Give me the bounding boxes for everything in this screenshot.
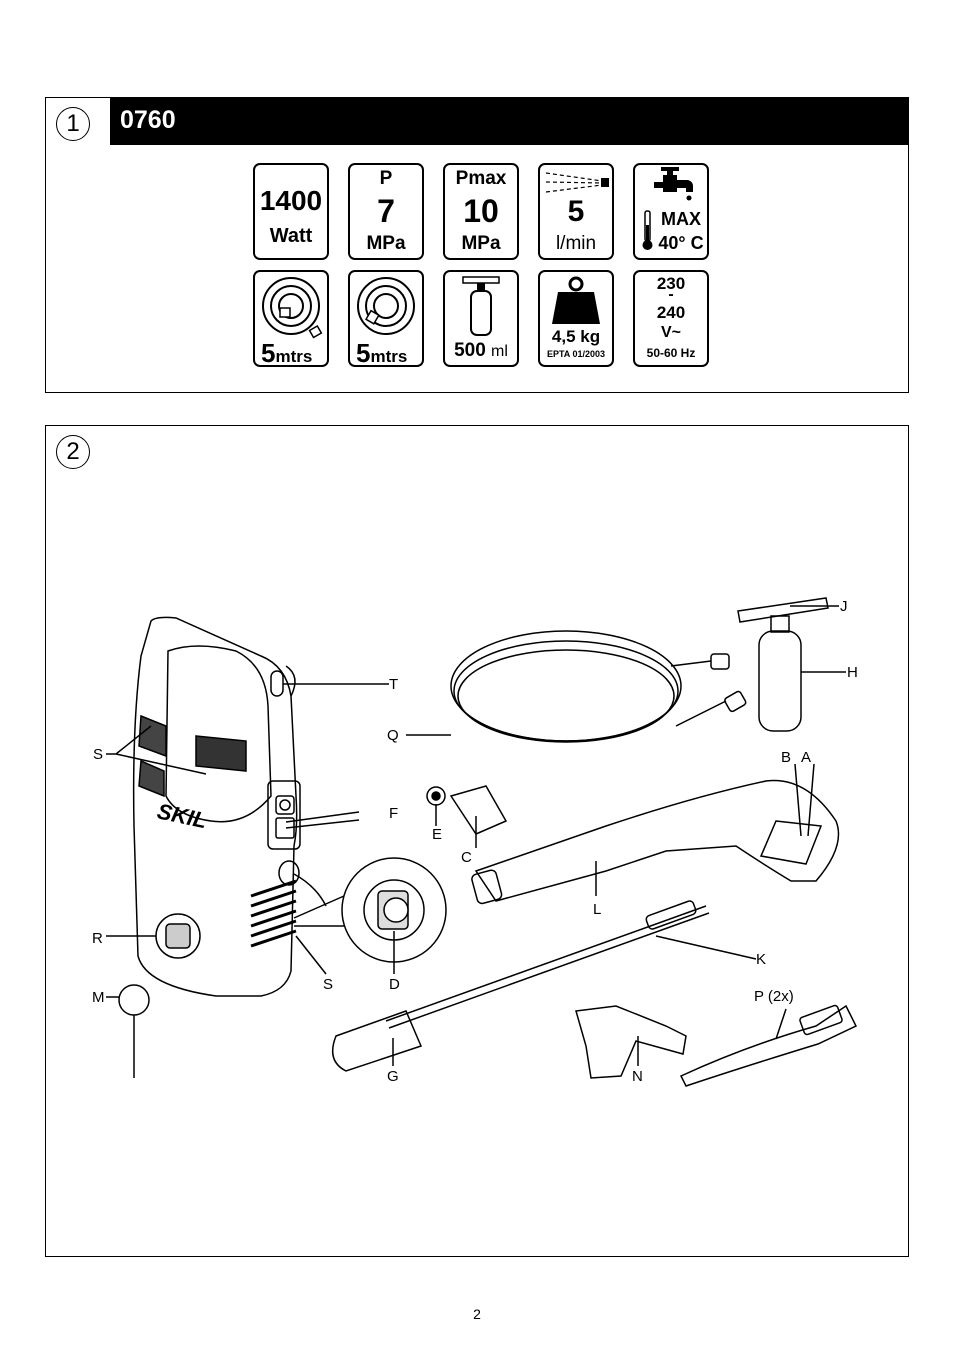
spray-gun [474, 779, 840, 902]
power-spec: 1400 Watt [253, 163, 329, 260]
label-H: H [847, 664, 858, 681]
parts-panel: 2 [45, 425, 909, 1257]
detergent-spec: 500 ml [443, 270, 519, 367]
temperature-value: 40° C [658, 233, 704, 253]
extra-handle [575, 1005, 687, 1079]
cable-length-value: 5 [356, 338, 371, 367]
label-K: K [756, 951, 767, 968]
brand-logo: SKIL [155, 798, 209, 833]
power-unit: Watt [269, 225, 313, 247]
hose-clamp [679, 1004, 858, 1087]
label-C: C [461, 849, 472, 866]
detergent-capacity-value: 500 [454, 340, 486, 361]
weight-value: 4,5 kg [551, 327, 601, 346]
frequency: 50-60 Hz [646, 346, 696, 360]
detergent-capacity-unit: ml [491, 343, 508, 360]
weight-norm: EPTA 01/2003 [546, 349, 606, 359]
cable-length-spec: 5mtrs [348, 270, 424, 367]
handle-opening [165, 645, 272, 823]
detergent-capacity: 500 ml [445, 340, 517, 362]
pressure-value: 7 [377, 193, 395, 229]
nozzle-adapter [449, 785, 508, 835]
flow-unit: l/min [555, 233, 597, 254]
label-S-bottom: S [323, 976, 334, 993]
page-number: 2 [473, 1306, 481, 1322]
label-M: M [92, 989, 105, 1006]
specs-panel: 1 0760 1400 Watt P 7 MPa Pmax 10 MPa 5 l… [45, 97, 909, 393]
voltage-type: V~ [660, 324, 681, 341]
weight-spec: 4,5 kg EPTA 01/2003 [538, 270, 614, 367]
label-R: R [92, 930, 103, 947]
label-P: P (2x) [754, 988, 794, 1005]
panel-number: 1 [56, 107, 90, 141]
voltage-max: 240 [656, 303, 686, 322]
cable-length-unit: mtrs [370, 347, 408, 366]
weight-icon [552, 276, 600, 324]
label-Q: Q [387, 727, 399, 744]
hose-reel-icon [262, 277, 323, 339]
flow-value: 5 [567, 195, 585, 228]
machine-body [132, 616, 298, 997]
max-pressure-unit: MPa [461, 233, 501, 254]
label-L: L [593, 901, 602, 918]
label-G: G [387, 1068, 399, 1085]
label-S-top: S [93, 746, 104, 763]
label-A: A [801, 749, 812, 766]
detergent-bottle [758, 630, 802, 732]
max-pressure-label: Pmax [455, 168, 507, 189]
voltage-min: 230 [656, 274, 686, 293]
cable-reel-icon [357, 277, 415, 335]
machine-vents [250, 879, 297, 948]
label-N: N [632, 1068, 643, 1085]
pressure-unit: MPa [366, 233, 406, 254]
temperature-spec: MAX 40° C [633, 163, 709, 260]
panel-number: 2 [56, 435, 90, 469]
voltage-spec: 230 - 240 V~ 50-60 Hz [633, 270, 709, 367]
flow-spec: 5 l/min [538, 163, 614, 260]
hose-length: 5mtrs [261, 338, 327, 367]
label-E: E [432, 826, 443, 843]
label-B: B [781, 749, 792, 766]
tap-thermometer-icon [642, 167, 693, 250]
cable-length: 5mtrs [356, 338, 422, 367]
pressure-label: P [379, 168, 393, 189]
voltage-separator: - [668, 286, 674, 303]
pressure-spec: P 7 MPa [348, 163, 424, 260]
power-value: 1400 [259, 185, 323, 216]
on-off-switch [267, 780, 301, 850]
hose-coil [450, 630, 682, 742]
label-D: D [389, 976, 400, 993]
hose-length-spec: 5mtrs [253, 270, 329, 367]
detergent-bottle-icon [462, 276, 500, 336]
label-J: J [840, 598, 848, 615]
max-pressure-value: 10 [463, 193, 499, 229]
label-T: T [389, 676, 399, 693]
filter-seal [118, 984, 150, 1016]
max-pressure-spec: Pmax 10 MPa [443, 163, 519, 260]
label-F: F [389, 805, 399, 822]
spray-lance [385, 905, 707, 1022]
hose-length-unit: mtrs [275, 347, 313, 366]
parts-illustration: SKIL [106, 597, 858, 1087]
temperature-label: MAX [661, 209, 701, 229]
lance-nozzle [331, 1010, 423, 1072]
hose-length-value: 5 [261, 338, 276, 367]
model-title: 0760 [110, 98, 908, 145]
spray-icon [545, 172, 609, 193]
